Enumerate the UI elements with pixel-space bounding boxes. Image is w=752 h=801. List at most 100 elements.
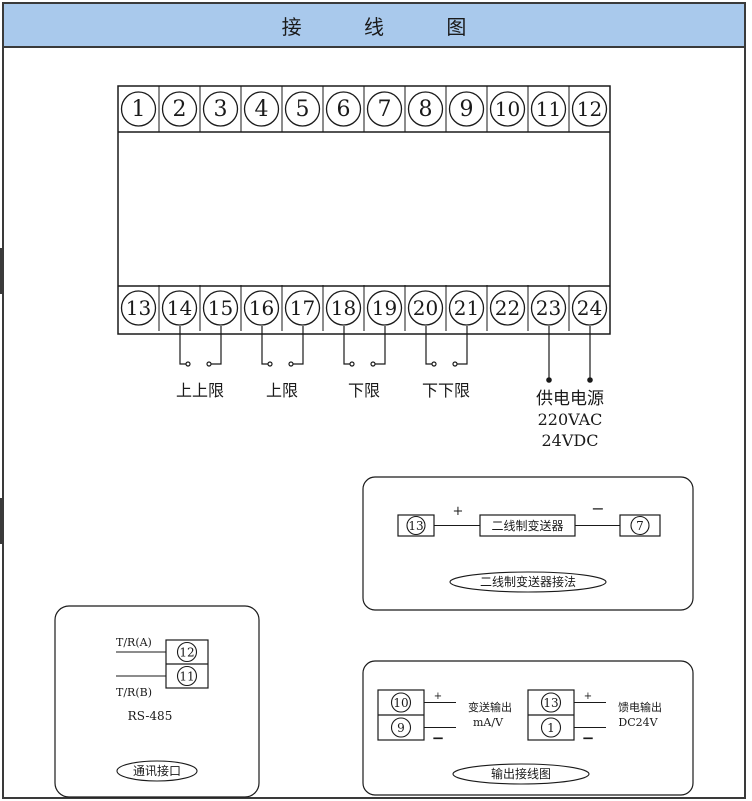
terminal-number: 20 [413, 296, 438, 320]
output-a-minus: − [432, 729, 445, 747]
output-b-bottom-number: 1 [547, 721, 555, 735]
terminal-ring [571, 290, 608, 326]
terminal-ring [284, 290, 321, 326]
two-wire-terminal-right [619, 514, 661, 537]
terminal-ring [407, 91, 444, 127]
power-dc-label: 24VDC [542, 431, 599, 450]
terminal-ring [390, 717, 412, 738]
terminal-number: 13 [126, 296, 151, 320]
terminal-ring [571, 91, 608, 127]
terminal-ring [325, 290, 362, 326]
relay-label-lower-lower: 下下限 [422, 381, 470, 400]
terminal-ring [366, 290, 403, 326]
terminal-number: 17 [290, 296, 315, 320]
terminal-number: 3 [214, 97, 228, 122]
terminal-number: 4 [255, 97, 269, 122]
terminal-number: 2 [173, 97, 187, 122]
terminal-ring [540, 717, 562, 738]
terminal-ring [366, 91, 403, 127]
comm-protocol-label: RS-485 [128, 709, 173, 723]
page-title: 接 线 图 [4, 4, 744, 48]
terminal-ring [161, 290, 198, 326]
output-b-top-number: 13 [543, 696, 558, 710]
power-wiring [546, 326, 593, 383]
terminal-ring [406, 515, 426, 536]
terminal-number: 21 [454, 296, 479, 320]
terminal-ring [120, 91, 157, 127]
terminal-ring [448, 290, 485, 326]
terminal-number: 8 [419, 97, 433, 122]
terminal-ring [202, 290, 239, 326]
edge-mark [0, 248, 2, 294]
output-b-minus: − [582, 729, 595, 747]
terminal-ring [448, 91, 485, 127]
comm-caption: 通讯接口 [133, 763, 181, 778]
two-wire-plus: + [453, 504, 464, 519]
relay-label-upper: 上限 [266, 381, 298, 400]
comm-caption-oval [116, 760, 198, 782]
output-b-plus: + [584, 691, 592, 702]
two-wire-right-number: 7 [636, 519, 644, 533]
terminal-ring [489, 290, 526, 326]
two-wire-minus: − [591, 499, 604, 518]
terminal-number: 1 [132, 97, 146, 122]
output-a-top-number: 10 [393, 696, 408, 710]
terminal-ring [243, 290, 280, 326]
terminal-ring [325, 91, 362, 127]
terminal-number: 19 [372, 296, 397, 320]
terminal-number: 11 [536, 97, 561, 121]
terminal-ring [120, 290, 157, 326]
terminal-number: 22 [495, 296, 520, 320]
comm-terminal-b-number: 11 [179, 670, 194, 684]
output-b-label: 馈电输出 [618, 700, 662, 714]
comm-panel [54, 605, 260, 798]
terminal-ring [630, 515, 650, 536]
terminal-ring [176, 641, 198, 663]
terminal-number: 24 [577, 296, 602, 320]
terminal-number: 6 [337, 97, 351, 122]
output-b-unit: DC24V [618, 716, 658, 729]
terminal-ring [161, 91, 198, 127]
terminal-ring [176, 665, 198, 687]
relay-label-upper-upper: 上上限 [176, 381, 224, 400]
terminal-ring [243, 91, 280, 127]
terminal-number: 16 [249, 296, 274, 320]
comm-label-b: T/R(B) [116, 686, 152, 699]
power-ac-label: 220VAC [538, 410, 603, 429]
relay-label-lower: 下限 [348, 381, 380, 400]
two-wire-caption-oval [449, 571, 607, 593]
terminal-row-bottom: 13 14 15 16 17 18 19 20 21 22 23 24 [120, 285, 608, 331]
terminal-number: 9 [460, 97, 474, 122]
output-a-unit: mA/V [473, 716, 504, 729]
terminal-number: 12 [577, 97, 602, 121]
two-wire-caption: 二线制变送器接法 [480, 574, 576, 589]
terminal-number: 7 [378, 97, 392, 122]
edge-mark [0, 498, 2, 544]
relay-wiring [179, 326, 468, 367]
terminal-ring [202, 91, 239, 127]
terminal-number: 18 [331, 296, 356, 320]
comm-label-a: T/R(A) [116, 636, 152, 649]
output-a-plus: + [434, 691, 442, 702]
two-wire-device-label: 二线制变送器 [491, 518, 563, 533]
terminal-ring [407, 290, 444, 326]
terminal-number: 23 [536, 296, 561, 320]
terminal-ring [284, 91, 321, 127]
output-caption-oval [452, 763, 590, 785]
terminal-ring [530, 290, 567, 326]
power-label: 供电电源 [536, 389, 604, 409]
terminal-number: 15 [208, 296, 233, 320]
output-a-bottom-number: 9 [397, 721, 405, 735]
two-wire-left-number: 13 [408, 519, 423, 533]
terminal-number: 5 [296, 97, 310, 122]
terminal-ring [390, 692, 412, 713]
terminal-number: 10 [495, 97, 520, 121]
terminal-number: 14 [167, 296, 192, 320]
comm-terminal-a-number: 12 [179, 646, 194, 660]
terminal-ring [530, 91, 567, 127]
output-a-label: 变送输出 [468, 700, 512, 714]
output-panel [362, 660, 694, 796]
